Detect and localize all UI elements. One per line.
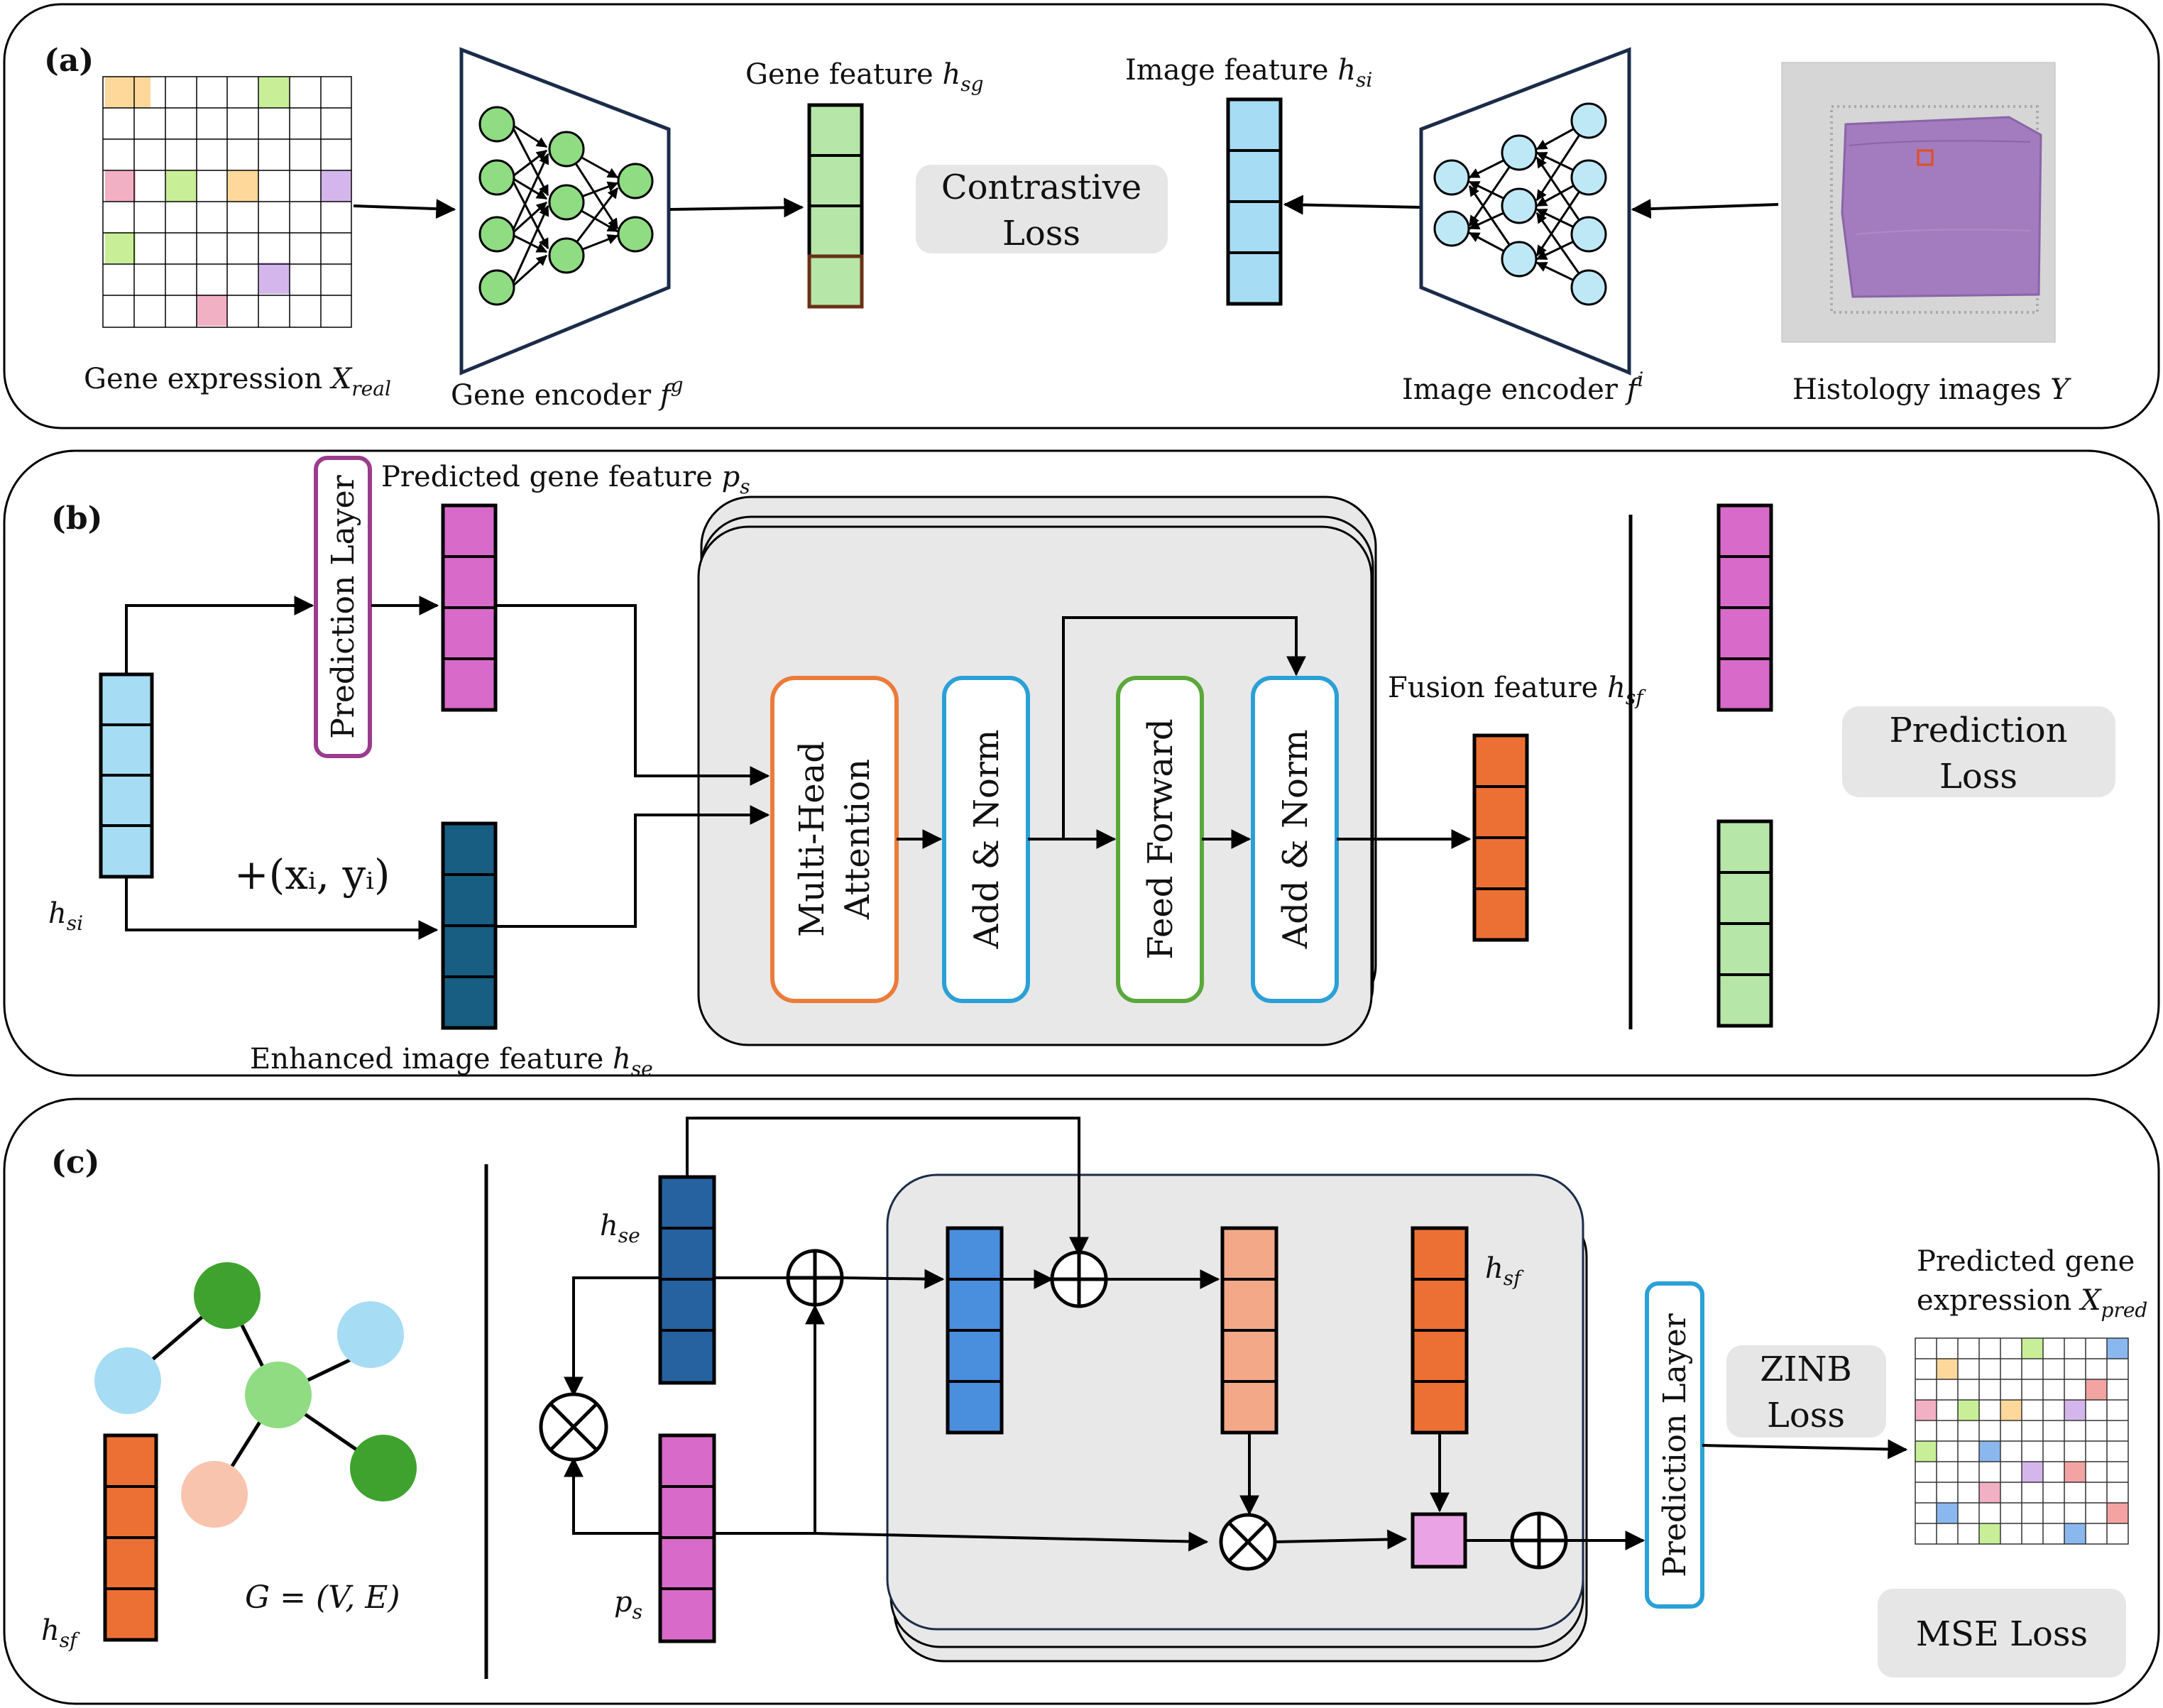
gene-expression-label: Gene expression Xreal [84,363,391,400]
arrow-histology-to-encoder [1631,199,1779,219]
prediction-layer-c-label: Prediction Layer [1657,1313,1693,1577]
panel-a: (a) Gene expression Xr [3,3,2160,429]
multiply-op-left [539,1392,608,1462]
graph-nodes [94,1262,417,1528]
gene-expression-grid [102,76,352,328]
arrow-ps-to-mult [564,1457,660,1535]
histology-label: Histology images Y [1792,373,2071,406]
prediction-loss-line1: Prediction [1889,711,2067,750]
fusion-feature-vector [1472,733,1529,942]
hsi-label: hsi [48,897,83,935]
salmon-vector-c [1220,1226,1278,1435]
hsi-vector [99,672,154,879]
arrow-hse-to-mult [564,1276,660,1397]
hsf-label-c-right: hsf [1485,1252,1524,1290]
panel-c-tag: (c) [51,1144,99,1181]
arrow-encoder-to-gene-feature [669,197,804,218]
arrow-ps-to-mha [495,604,770,786]
histology-image [1781,62,2056,343]
panel-a-tag: (a) [44,43,94,79]
arrow-hsi-to-prediction-layer [125,596,314,674]
mha-line2: Attention [838,759,877,920]
arrow-ps-to-mult2 [814,1531,1209,1552]
mha-line1: Multi-Head [792,741,832,937]
multiply-op-2 [1219,1513,1277,1571]
arrow-plus1-to-blue [841,1269,945,1289]
fusion-feature-label: Fusion feature hsf [1388,672,1646,709]
fusion-square [1411,1512,1467,1569]
image-encoder [1419,47,1631,376]
prediction-layer-c [1645,1281,1704,1609]
arrow-image-encoder-to-feature [1283,195,1420,215]
contrastive-loss-line2: Loss [1002,214,1080,253]
zinb-loss-box [1726,1345,1886,1438]
ps-vector-c [658,1433,716,1643]
panel-c: (c) hsf G = (V, E) [3,1097,2160,1705]
predicted-gene-feature-label: Predicted gene feature ps [381,461,750,498]
enhanced-feature-vector [441,821,498,1030]
panel-b: (b) hsi Prediction Layer Predicted gene … [3,449,2160,1080]
arrow-hse-skip [686,1117,1089,1257]
image-encoder-label: Image encoder fi [1402,368,1643,406]
ps-vector-b-right [1716,503,1773,712]
zinb-line2: Loss [1767,1396,1845,1435]
gene-encoder-label: Gene encoder fg [451,373,684,412]
arrow-grid-to-encoder [353,199,456,219]
predicted-expression-grid [1915,1337,2129,1545]
prediction-loss-line2: Loss [1939,757,2017,796]
zinb-line1: ZINB [1760,1350,1852,1389]
ps-label-c: ps [614,1586,642,1624]
prediction-layer-b-label: Prediction Layer [325,474,361,738]
hsf-vector-c-right [1411,1226,1469,1435]
predicted-expression-line1: Predicted gene [1917,1245,2135,1278]
mse-loss-label: MSE Loss [1916,1614,2088,1654]
hsf-label-c: hsf [41,1614,80,1652]
gene-vector-b-right [1716,819,1773,1028]
add-norm-1-label: Add & Norm [967,730,1007,950]
predicted-expression-line2: expression Xpred [1917,1284,2147,1322]
arrow-enhanced-to-mha [495,805,770,928]
plus-op-1 [786,1249,844,1307]
gene-feature-label: Gene feature hsg [745,58,984,96]
feed-forward-label: Feed Forward [1141,718,1181,959]
contrastive-loss-line1: Contrastive [941,168,1141,207]
blue-vector-c [946,1226,1004,1435]
gene-encoder [459,47,671,376]
panel-b-tag: (b) [51,500,102,537]
arrow-mult2-to-square [1274,1529,1408,1550]
arrow-prediction-to-output [1702,1439,1908,1460]
enhanced-image-feature-label: Enhanced image feature hse [250,1043,653,1080]
hse-vector-c [658,1175,716,1385]
add-norm-2-label: Add & Norm [1276,730,1315,950]
multi-head-attention-block [770,676,899,1003]
hse-label: hse [600,1210,640,1247]
image-feature-label: Image feature hsi [1125,54,1372,92]
contrastive-loss-box [916,165,1168,253]
prediction-loss-box [1842,706,2115,797]
ps-vector-b [441,503,498,712]
plus-op-2 [1050,1250,1108,1308]
prediction-layer-b [314,456,372,758]
gene-feature-vector [807,103,864,309]
arrow-hsi-to-enhanced [125,877,439,940]
image-feature-vector [1226,97,1283,306]
mse-loss-box [1878,1589,2126,1677]
plus-op-3 [1510,1511,1568,1570]
position-encoding-term: +(xᵢ, yᵢ) [234,850,390,899]
arrow-residual-skip [1062,616,1306,839]
graph-label: G = (V, E) [245,1580,400,1616]
hsf-vector-c [103,1433,158,1642]
